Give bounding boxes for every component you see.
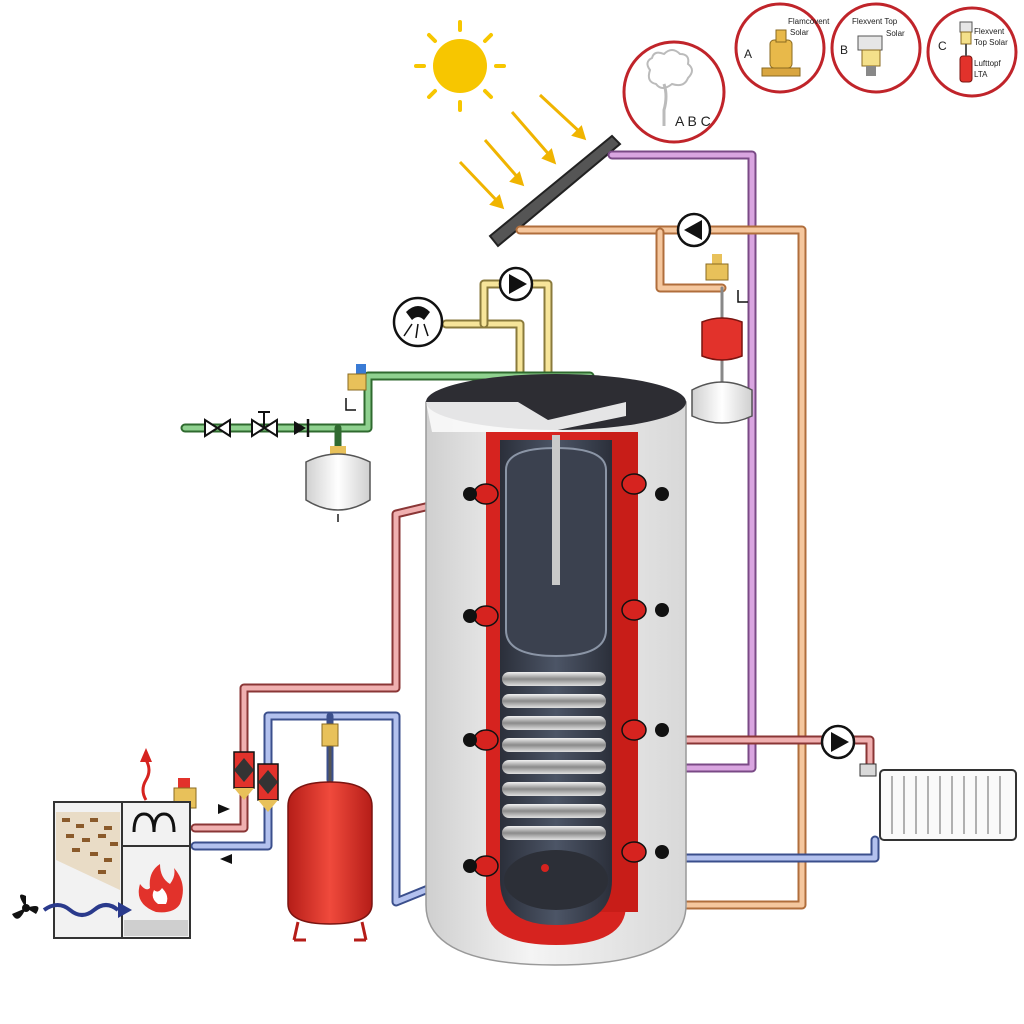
pump-icon xyxy=(676,212,712,248)
valve-icon xyxy=(204,418,231,438)
flow-arrow-icon xyxy=(218,804,230,814)
pump-icon xyxy=(820,724,856,760)
radiator-icon xyxy=(859,763,1017,841)
callout-a-letter: A xyxy=(744,47,752,61)
callout-c-line4: LTA xyxy=(974,70,988,79)
callout-b: Flexvent Top Solar B xyxy=(830,2,922,94)
air-vent-icon xyxy=(761,29,801,77)
safety-valve-icon xyxy=(321,723,339,747)
air-vent-icon xyxy=(857,35,883,76)
callout-c-line1: Flexvent xyxy=(974,27,1005,36)
sun-icon xyxy=(414,20,587,210)
vent-callout: A B C xyxy=(622,40,726,144)
pump-icon xyxy=(498,266,534,302)
expansion-vessel-icon xyxy=(305,446,371,522)
air-intake-arrow-head xyxy=(118,902,132,918)
flow-arrow-icon xyxy=(220,854,232,864)
solar-collector-icon xyxy=(488,134,622,248)
callout-c-letter: C xyxy=(938,39,947,53)
air-vent-icon xyxy=(959,21,973,83)
sun-rays xyxy=(458,93,587,210)
callout-b-line2: Solar xyxy=(886,29,905,38)
steam-icon xyxy=(646,49,693,126)
vent-callout-label: A B C xyxy=(675,113,711,129)
flame-icon xyxy=(138,864,183,913)
safety-valve-icon xyxy=(345,364,367,411)
shower-icon xyxy=(392,296,444,348)
callout-a-line2: Solar xyxy=(790,28,809,37)
callout-b-letter: B xyxy=(840,43,848,57)
callout-b-line1: Flexvent Top xyxy=(852,17,898,26)
expansion-vessel-icon xyxy=(287,746,373,942)
callout-c-line3: Lufttopf xyxy=(974,59,1001,68)
fan-icon xyxy=(12,894,39,919)
callout-a-line1: Flamcovent xyxy=(788,17,830,26)
callout-c: Flexvent Top Solar Lufttopf LTA C xyxy=(926,6,1018,98)
safety-valve-icon xyxy=(705,254,748,303)
expansion-vessel-icon xyxy=(691,381,753,424)
separator-icon xyxy=(233,751,255,800)
expansion-vessel-icon xyxy=(701,317,743,361)
check-valve-icon xyxy=(294,419,310,437)
callout-a: Flamcovent Solar A xyxy=(734,2,830,94)
heat-exchanger-coil xyxy=(502,672,606,840)
callout-c-line2: Top Solar xyxy=(974,38,1008,47)
separator-icon xyxy=(257,763,279,812)
buffer-storage-tank xyxy=(425,374,687,966)
air-intake-arrow xyxy=(42,903,120,917)
valve-icon xyxy=(251,411,278,438)
